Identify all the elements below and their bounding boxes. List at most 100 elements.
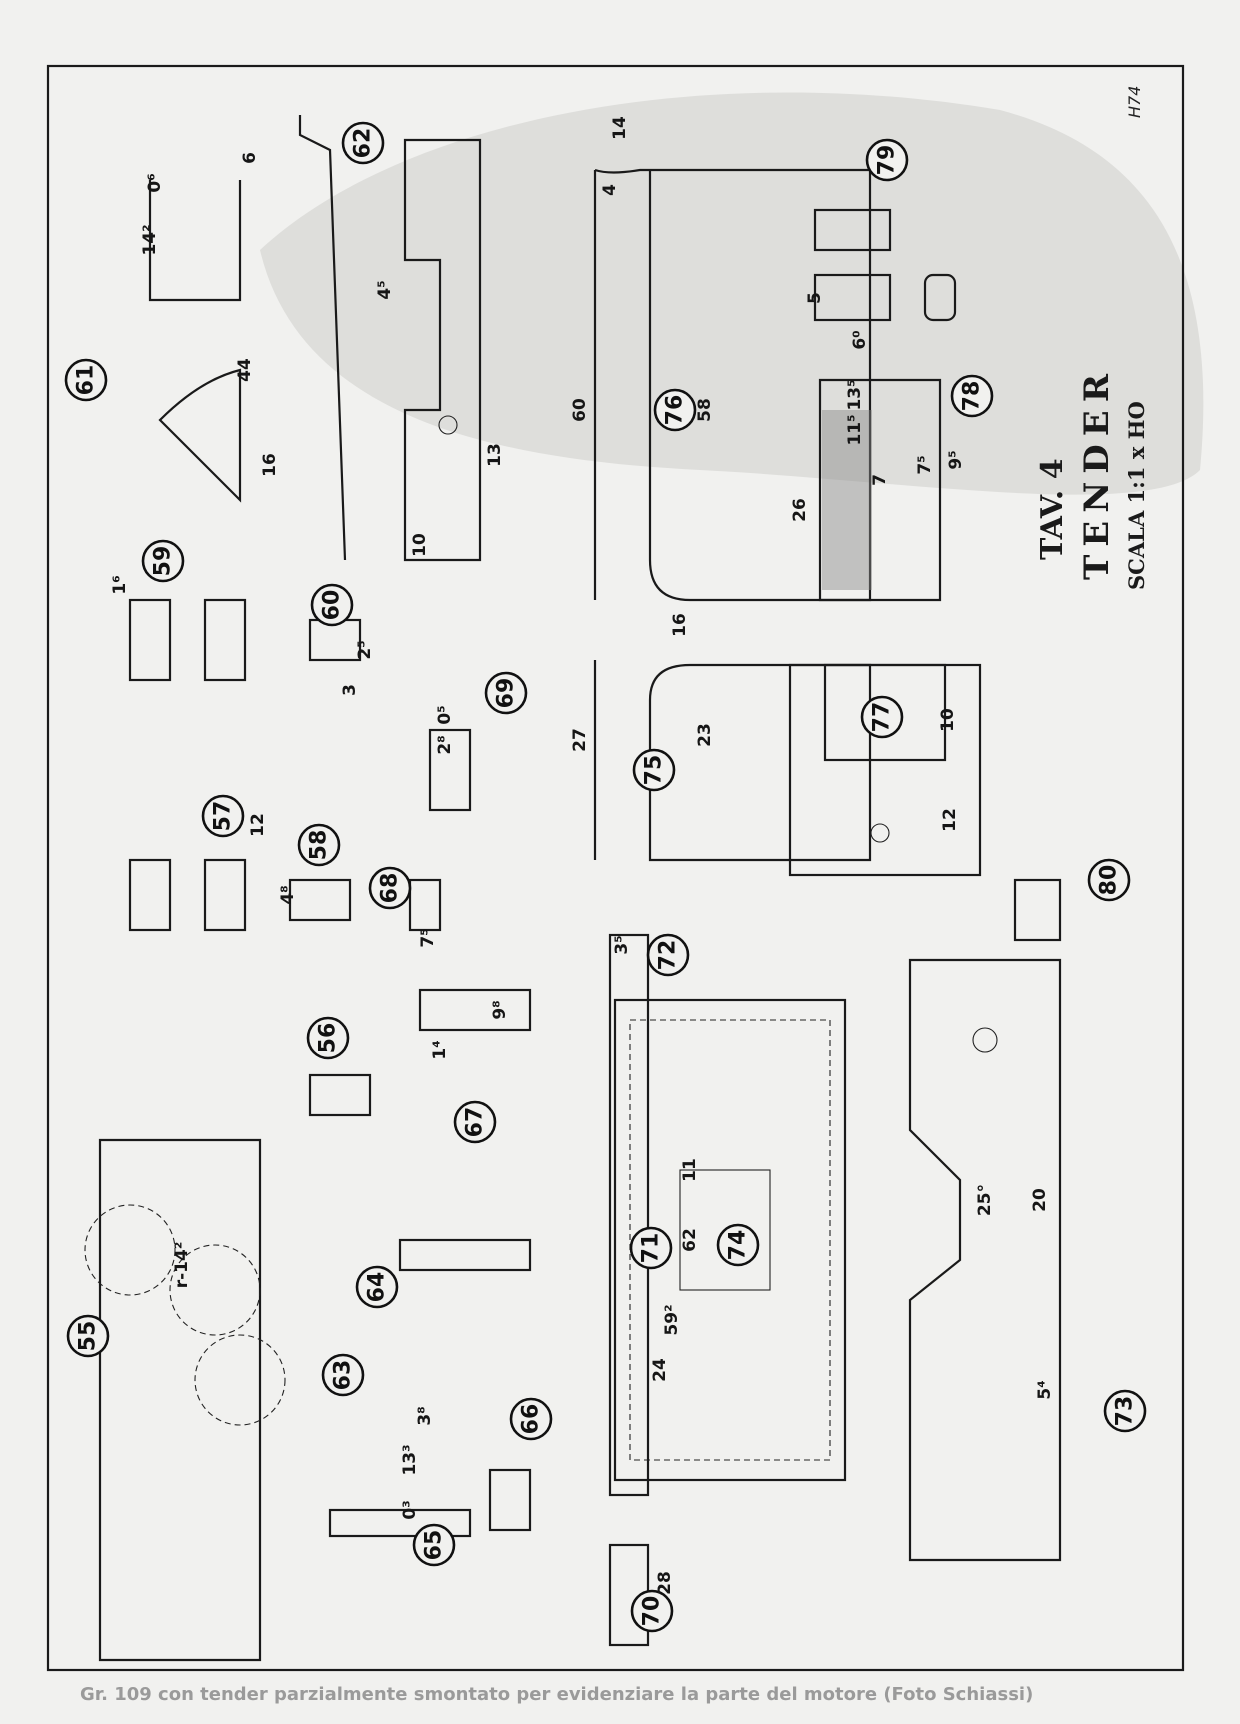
dimension-label: 14²	[140, 224, 160, 255]
part-59-a	[128, 598, 172, 682]
part-label-69: 69	[484, 671, 528, 715]
dimension-label: 16	[260, 453, 280, 477]
part-label-59: 59	[141, 539, 185, 583]
part-label-72: 72	[646, 933, 690, 977]
part-73-outline	[908, 958, 1062, 1562]
part-number: 67	[463, 1107, 488, 1138]
gear-ghost-2	[169, 1244, 261, 1336]
part-number: 56	[316, 1023, 341, 1054]
part-55-plate	[98, 1138, 262, 1662]
part-label-57: 57	[201, 794, 245, 838]
dimension-label: 0³	[400, 1500, 420, 1519]
part-label-62: 62	[341, 121, 385, 165]
part-61-bracket	[148, 180, 242, 302]
dimension-label: 4	[600, 184, 620, 196]
dimension-label: 20	[1030, 1188, 1050, 1212]
part-circle	[64, 358, 108, 402]
gear-ghost-1	[84, 1204, 176, 1296]
part-circle	[297, 823, 341, 867]
part-label-74: 74	[716, 1223, 760, 1267]
part-circle	[860, 695, 904, 739]
part-65-shaft	[328, 1508, 472, 1538]
part-number: 77	[870, 702, 895, 733]
background-photo-ghost	[260, 92, 1204, 495]
dimension-label: 44	[235, 358, 255, 382]
dimension-label: 24	[650, 1358, 670, 1382]
part-circle	[66, 1314, 110, 1358]
part-62-hole	[438, 415, 458, 435]
part-label-65: 65	[412, 1523, 456, 1567]
part-circle	[201, 794, 245, 838]
part-number: 58	[307, 830, 332, 861]
part-circle	[950, 374, 994, 418]
part-67-shaft	[418, 988, 532, 1032]
part-71-plate	[613, 998, 847, 1482]
dimension-label: 28	[655, 1571, 675, 1595]
part-73-hole	[972, 1027, 998, 1053]
dimension-label: 1⁴	[430, 1040, 450, 1059]
part-number: 79	[875, 145, 900, 176]
dimension-label: 2⁸	[435, 735, 455, 754]
part-number: 55	[76, 1321, 101, 1352]
dimension-label: 13	[485, 443, 505, 467]
dimension-label: 7	[870, 474, 890, 486]
part-number: 57	[211, 801, 236, 832]
part-61-arm	[158, 368, 242, 503]
dimension-label: r-14²	[172, 1242, 192, 1289]
part-circle	[321, 1353, 365, 1397]
part-circle	[865, 138, 909, 182]
part-label-55: 55	[66, 1314, 110, 1358]
part-number: 71	[639, 1233, 664, 1264]
part-64-shaft	[398, 1238, 532, 1272]
dimension-label: 11	[680, 1158, 700, 1182]
part-69-gear	[428, 728, 472, 812]
dimension-label: 13⁵	[845, 379, 865, 410]
plate-number: TAV. 4	[1035, 458, 1070, 560]
part-79-a	[813, 208, 892, 252]
part-78-outline	[818, 378, 942, 602]
part-77-hole	[870, 823, 890, 843]
dimension-label: 58	[695, 398, 715, 422]
dimension-label: 27	[570, 728, 590, 752]
part-77-slot	[823, 663, 947, 762]
part-76-outline	[593, 168, 872, 602]
drawing-frame	[46, 64, 1185, 1672]
part-number: 78	[960, 381, 985, 412]
dimension-label: 1⁶	[110, 575, 130, 594]
part-circle	[630, 1589, 674, 1633]
part-label-67: 67	[453, 1100, 497, 1144]
part-circle	[716, 1223, 760, 1267]
dimension-label: 2⁵	[355, 640, 375, 659]
part-label-77: 77	[860, 695, 904, 739]
part-label-71: 71	[629, 1226, 673, 1270]
part-number: 72	[656, 940, 681, 971]
part-56-block	[308, 1073, 372, 1117]
part-label-76: 76	[653, 388, 697, 432]
part-58-block	[288, 878, 352, 922]
part-number: 61	[74, 365, 99, 396]
part-number: 80	[1097, 865, 1122, 896]
dimension-label: 3⁵	[612, 935, 632, 954]
part-79-c	[923, 273, 957, 322]
dimension-label: 6⁰	[850, 330, 870, 349]
part-number: 68	[378, 873, 403, 904]
part-78-hatch	[822, 410, 872, 590]
part-circle	[368, 866, 412, 910]
part-number: 62	[351, 128, 376, 159]
part-65-gear	[488, 1468, 532, 1532]
part-circle	[310, 583, 354, 627]
part-label-70: 70	[630, 1589, 674, 1633]
dimension-label: 5⁴	[1035, 1380, 1055, 1399]
part-label-60: 60	[310, 583, 354, 627]
part-number: 74	[726, 1230, 751, 1261]
part-numbers: 5556575859606162636465666768697071727374…	[64, 121, 1147, 1633]
part-circle	[1087, 858, 1131, 902]
part-number: 64	[365, 1272, 390, 1303]
part-label-75: 75	[632, 748, 676, 792]
part-59-b	[203, 598, 247, 682]
dimension-label: 23	[695, 723, 715, 747]
part-circle	[306, 1016, 350, 1060]
dimension-label: 10	[410, 533, 430, 557]
scale-label: SCALA 1:1 x HO	[1124, 401, 1149, 590]
